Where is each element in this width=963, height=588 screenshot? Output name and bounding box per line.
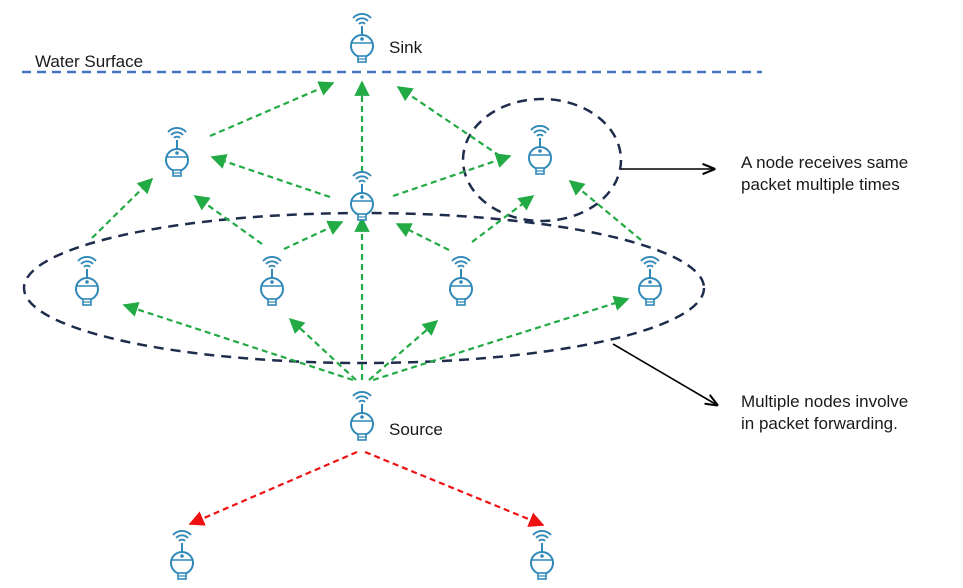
node-top-right-icon [528,124,552,175]
arrow-source-to-node4 [372,295,630,382]
source-node-icon [350,390,374,441]
arrow-node3-to-topright [471,195,535,243]
node-bottom-left-icon [170,529,194,580]
annotation-top-line-1: A node receives same [741,153,909,172]
downward-arrows [188,450,545,527]
arrow-source-to-bottom-left [188,450,358,526]
sink-label: Sink [389,38,423,57]
duplicate-receipt-ellipse [461,97,623,223]
arrow-source-to-bottom-right [364,450,545,527]
arrow-node4-to-topright [568,180,642,241]
arrow-topleft-to-sink [209,81,335,138]
arrow-source-to-node3 [368,319,439,381]
node-middle-1-icon [75,255,99,306]
source-label: Source [389,420,443,439]
forwarding-arrows [91,80,642,382]
arrow-source-to-node2 [288,317,357,381]
annotation-top-line-2: packet multiple times [741,175,900,194]
node-bottom-right-icon [530,529,554,580]
forwarding-nodes-ellipse [22,211,706,365]
arrow-node2-to-center-b [283,220,344,250]
arrow-topright-to-sink [396,86,501,157]
arrow-center-to-topright [392,153,512,198]
node-middle-3-icon [449,255,473,306]
duplicate-packet-annotation: A node receives same packet multiple tim… [741,152,908,196]
arrow-node1-to-topleft [91,177,154,239]
node-middle-4-icon [638,255,662,306]
forwarding-annotation: Multiple nodes involve in packet forward… [741,391,908,435]
node-middle-2-icon [260,255,284,306]
arrow-center-to-topleft [210,154,331,199]
node-center-icon [350,170,374,221]
water-surface-label: Water Surface [35,52,144,71]
arrow-node3-to-center [395,223,450,251]
node-top-left-icon [165,126,189,177]
arrow-node2-to-center [193,195,263,245]
annotation-bottom-line-2: in packet forwarding. [741,414,898,433]
arrow-source-to-node1 [122,301,354,382]
annotation-bottom-line-1: Multiple nodes involve [741,392,909,411]
sink-node-icon [350,12,374,63]
pointer-bottom-annotation [612,343,717,405]
